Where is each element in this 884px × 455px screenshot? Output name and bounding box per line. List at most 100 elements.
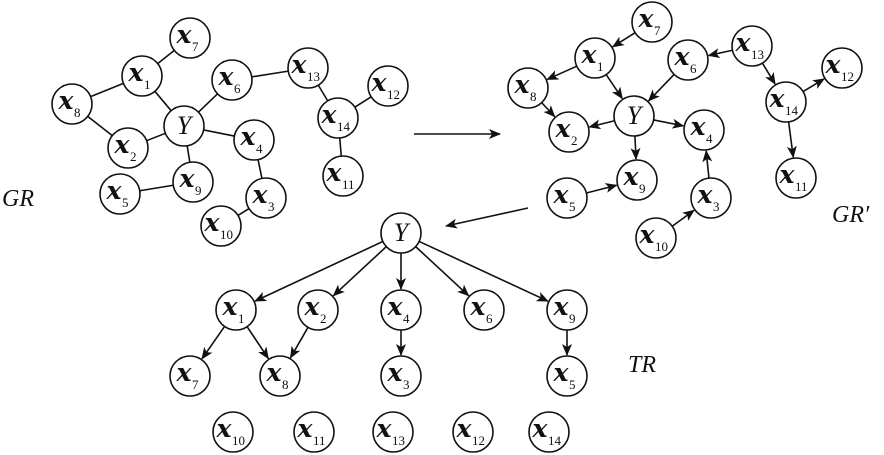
node-label-grprime-x9: x — [623, 162, 640, 191]
node-subscript-grprime-x13: 13 — [751, 47, 764, 62]
node-subscript-tr-x12: 12 — [472, 433, 485, 448]
edge-grprime-x1-x8 — [546, 65, 578, 81]
node-subscript-tr-x1: 1 — [238, 311, 245, 326]
node-circle-grprime-x12 — [821, 47, 863, 89]
edge-grprime-x1-Y — [605, 74, 623, 100]
node-grprime-Y: Y — [613, 95, 655, 137]
transition-arrow-grprime-to-tr — [445, 207, 529, 229]
node-subscript-tr-x2: 2 — [320, 311, 327, 326]
edge-grprime-x10-x3 — [671, 209, 695, 227]
node-circle-tr-x5 — [546, 355, 588, 397]
node-label-tr-x6: x — [470, 292, 487, 321]
node-circle-grprime-x5 — [546, 177, 588, 219]
node-label-tr-x11: x — [297, 414, 314, 443]
node-circle-tr-x11 — [293, 411, 335, 453]
node-label-tr-x1: x — [222, 292, 239, 321]
node-circle-grprime-x9 — [616, 159, 658, 201]
node-subscript-gr-x1: 1 — [144, 77, 151, 92]
node-subscript-grprime-x10: 10 — [655, 239, 668, 254]
node-subscript-grprime-x3: 3 — [713, 199, 720, 214]
node-subscript-gr-x5: 5 — [122, 195, 129, 210]
node-label-grprime-x14: x — [769, 84, 786, 113]
node-circle-gr-x13 — [287, 47, 329, 89]
edge-tr-x2-x8 — [289, 326, 309, 359]
edge-tr-Y-x1 — [254, 240, 384, 302]
edge-grprime-Y-x9 — [630, 135, 641, 161]
node-label-grprime-x7: x — [638, 4, 655, 33]
node-subscript-tr-x8: 8 — [282, 377, 289, 392]
node-subscript-grprime-x14: 14 — [785, 103, 799, 118]
node-circle-grprime-Y — [613, 95, 655, 137]
node-circle-tr-x1 — [215, 289, 257, 331]
node-subscript-gr-x3: 3 — [268, 199, 275, 214]
node-subscript-gr-x9: 9 — [195, 183, 202, 198]
node-subscript-gr-x4: 4 — [256, 141, 263, 156]
node-subscript-tr-x5: 5 — [569, 377, 576, 392]
node-label-grprime-x2: x — [555, 114, 572, 143]
node-circle-grprime-x7 — [631, 1, 673, 43]
node-subscript-grprime-x5: 5 — [569, 199, 576, 214]
edge-tr-Y-x6 — [415, 246, 470, 297]
node-label-gr-x1: x — [128, 58, 145, 87]
edge-gr-Y-x4 — [203, 129, 235, 137]
node-subscript-grprime-x11: 11 — [795, 179, 808, 194]
node-subscript-gr-x7: 7 — [192, 39, 199, 54]
node-circle-grprime-x10 — [635, 217, 677, 259]
node-subscript-grprime-x6: 6 — [690, 61, 697, 76]
node-subscript-tr-x11: 11 — [313, 433, 326, 448]
node-circle-grprime-x4 — [683, 109, 725, 151]
node-subscript-tr-x4: 4 — [403, 311, 410, 326]
node-circle-tr-x3 — [380, 355, 422, 397]
node-label-tr-x8: x — [266, 358, 283, 387]
node-circle-gr-Y — [163, 105, 205, 147]
node-subscript-tr-x7: 7 — [192, 377, 199, 392]
node-circle-gr-x1 — [121, 55, 163, 97]
node-circle-gr-x9 — [172, 161, 214, 203]
node-subscript-grprime-x8: 8 — [530, 89, 537, 104]
node-circle-tr-x6 — [463, 289, 505, 331]
node-label-tr-x4: x — [387, 292, 404, 321]
node-circle-gr-x11 — [322, 155, 364, 197]
node-label-gr-x14: x — [321, 100, 338, 129]
node-label-gr-x12: x — [371, 68, 388, 97]
node-label-tr-x13: x — [376, 414, 393, 443]
node-circle-grprime-x11 — [775, 157, 817, 199]
node-subscript-grprime-x9: 9 — [639, 181, 646, 196]
node-circle-gr-x3 — [245, 177, 287, 219]
edge-gr-x4-x3 — [257, 159, 263, 179]
edge-grprime-x7-x1 — [611, 32, 636, 48]
node-circle-gr-x6 — [211, 59, 253, 101]
node-circle-gr-x14 — [317, 97, 359, 139]
node-label-tr-x10: x — [216, 414, 233, 443]
node-circle-tr-x14 — [528, 411, 570, 453]
edge-grprime-x3-x4 — [702, 149, 713, 179]
node-subscript-grprime-x7: 7 — [654, 23, 661, 38]
node-label-tr-x9: x — [553, 292, 570, 321]
node-circle-gr-x5 — [99, 173, 141, 215]
node-tr-Y: Y — [380, 212, 422, 254]
node-label-grprime-x13: x — [735, 28, 752, 57]
edges-layer — [87, 32, 825, 360]
